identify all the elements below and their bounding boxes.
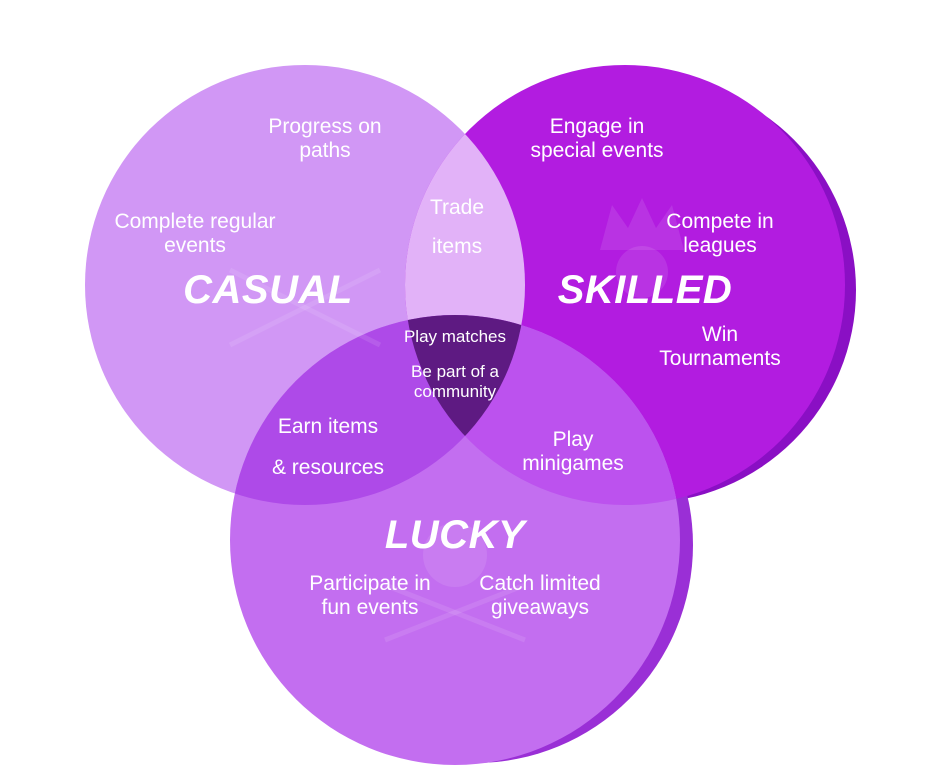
casual-item-2-line-2: events — [164, 234, 226, 257]
skilled-item-3-line-2: Tournaments — [659, 347, 780, 370]
casual-item-1-line-1: Progress on — [268, 115, 381, 138]
center-line-2: Be part of a — [411, 362, 499, 381]
skilled-title: SKILLED — [558, 268, 733, 312]
skilled-item-1-line-1: Engage in — [550, 115, 645, 138]
skilled-item-2-line-1: Compete in — [666, 210, 773, 233]
lucky-item-2-line-1: Catch limited — [479, 572, 600, 595]
skilled-item-3-line-1: Win — [702, 323, 738, 346]
skull-watermark-icon — [384, 523, 526, 643]
overlap-casual-skilled-line-2: items — [432, 235, 482, 258]
skilled-item-2-line-2: leagues — [683, 234, 757, 257]
overlap-skilled-lucky-line-1: Play — [553, 428, 594, 451]
overlap-skilled-lucky — [405, 315, 680, 505]
center-line-3: community — [414, 382, 497, 401]
casual-item-1-line-2: paths — [299, 139, 350, 162]
overlap-casual-lucky — [230, 315, 525, 505]
lucky-item-2-line-2: giveaways — [491, 596, 589, 619]
overlap-skilled-lucky-line-2: minigames — [522, 452, 624, 475]
crossed-arrows-watermark-icon — [228, 267, 382, 348]
crown-watermark-icon — [600, 198, 684, 298]
casual-title: CASUAL — [183, 268, 353, 312]
skilled-item-1-line-2: special events — [530, 139, 663, 162]
lucky-title: LUCKY — [385, 513, 528, 557]
overlap-casual-lucky-line-1: Earn items — [278, 415, 378, 438]
overlap-casual-skilled-line-1: Trade — [430, 196, 484, 219]
center-line-1: Play matches — [404, 327, 506, 346]
overlap-casual-lucky-line-2: & resources — [272, 456, 384, 479]
lucky-item-1-line-2: fun events — [322, 596, 419, 619]
lucky-item-1-line-1: Participate in — [309, 572, 430, 595]
casual-item-2-line-1: Complete regular — [114, 210, 275, 233]
